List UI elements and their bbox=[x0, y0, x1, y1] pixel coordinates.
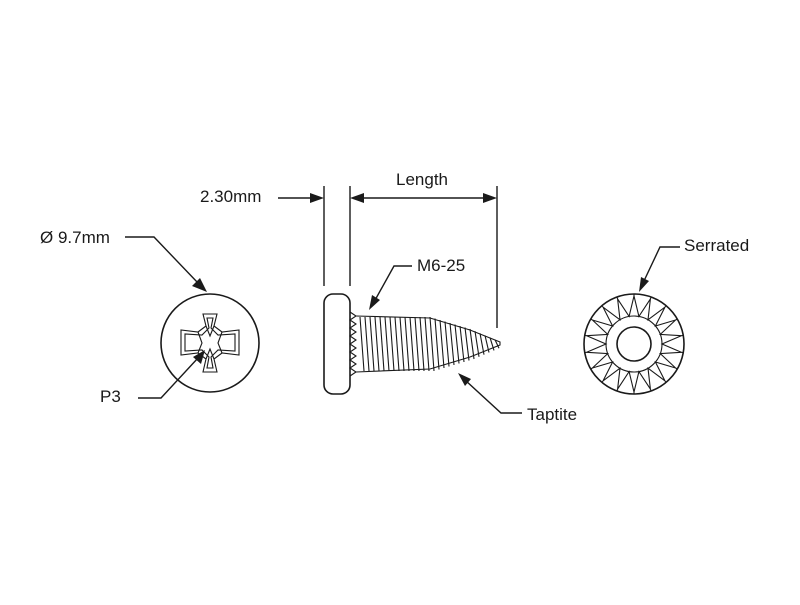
thread-line bbox=[405, 317, 409, 371]
thread-line bbox=[395, 317, 399, 371]
serration-tooth-tip bbox=[602, 381, 603, 383]
thread-spec-leader bbox=[369, 266, 412, 310]
head-height-dimension bbox=[278, 186, 364, 286]
length-label: Length bbox=[396, 170, 448, 189]
thread-line bbox=[410, 317, 414, 371]
thread-line bbox=[390, 317, 394, 371]
underside-leader bbox=[639, 247, 680, 292]
head-top-view bbox=[161, 294, 259, 392]
serration-zigzag bbox=[587, 296, 682, 392]
thread-line bbox=[415, 317, 419, 371]
thread-spec-label: M6-25 bbox=[417, 256, 465, 275]
thread-line bbox=[465, 328, 469, 361]
thread-line bbox=[440, 320, 444, 368]
thread-line bbox=[385, 317, 389, 371]
diameter-label: Ø 9.7mm bbox=[40, 228, 110, 247]
underhead-serrations bbox=[350, 312, 356, 376]
thread-line bbox=[400, 317, 404, 371]
serration-tooth-tip bbox=[650, 297, 651, 299]
serration-teeth bbox=[585, 294, 683, 394]
screw-head-side bbox=[324, 294, 350, 394]
serration-tooth-tip bbox=[602, 306, 603, 308]
thread-line bbox=[365, 317, 369, 371]
underside-label: Serrated bbox=[684, 236, 749, 255]
drive-label: P3 bbox=[100, 387, 121, 406]
underside-outer bbox=[584, 294, 684, 394]
thread-line bbox=[425, 317, 429, 371]
serration-tooth-tip bbox=[617, 297, 618, 299]
serration-tooth-tip bbox=[665, 381, 666, 383]
phillips-recess-icon bbox=[181, 314, 239, 372]
head-outline bbox=[161, 294, 259, 392]
thread-line bbox=[360, 317, 364, 371]
thread-line bbox=[380, 317, 384, 371]
thread-line bbox=[370, 317, 374, 371]
screw-side-view bbox=[324, 294, 500, 394]
thread-line bbox=[480, 333, 484, 354]
diameter-leader bbox=[125, 237, 207, 292]
thread-line bbox=[435, 319, 439, 370]
thread-line bbox=[455, 325, 459, 364]
serration-tooth-tip bbox=[617, 389, 618, 391]
thread-line bbox=[460, 326, 464, 362]
thread-line bbox=[445, 322, 449, 367]
thread-type-leader bbox=[458, 373, 522, 413]
thread-line bbox=[450, 323, 454, 365]
serration-tooth-tip bbox=[650, 389, 651, 391]
thread-line bbox=[420, 317, 424, 371]
underside-shank-hole bbox=[617, 327, 651, 361]
head-underside-view bbox=[584, 294, 684, 394]
head-height-label: 2.30mm bbox=[200, 187, 261, 206]
thread-lines bbox=[360, 317, 499, 371]
underside-inner-ring bbox=[606, 316, 662, 372]
thread-line bbox=[475, 331, 479, 357]
thread-line bbox=[430, 317, 434, 371]
thread-line bbox=[470, 329, 474, 359]
serration-tooth-tip bbox=[665, 306, 666, 308]
thread-type-label: Taptite bbox=[527, 405, 577, 424]
thread-line bbox=[375, 317, 379, 371]
